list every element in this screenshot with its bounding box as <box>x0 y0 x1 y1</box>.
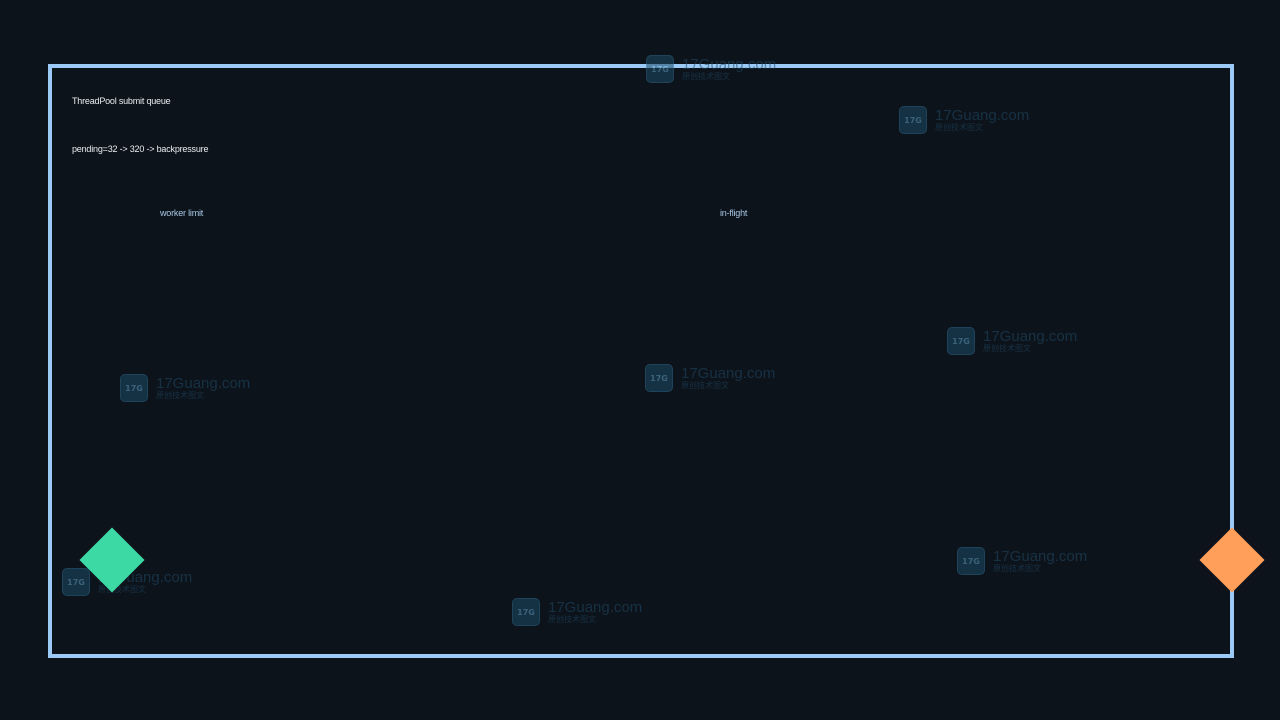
diagram-subtitle: pending=32 -> 320 -> backpressure <box>72 144 209 154</box>
watermark-logo-icon: 17G <box>899 106 927 134</box>
diagram-title: ThreadPool submit queue <box>72 96 171 106</box>
watermark-subtext: 原创技术图文 <box>156 391 204 400</box>
watermark-text: 17Guang.com <box>681 365 776 382</box>
watermark-logo-icon: 17G <box>645 364 673 392</box>
watermark-subtext: 原创技术图文 <box>983 344 1031 353</box>
watermark-logo-icon: 17G <box>947 327 975 355</box>
watermark-logo-icon: 17G <box>957 547 985 575</box>
lane-label-worker-limit: worker limit <box>160 208 204 218</box>
watermark-subtext: 原创技术图文 <box>548 615 596 624</box>
watermark-logo-icon: 17G <box>62 568 90 596</box>
watermark-subtext: 原创技术图文 <box>682 72 730 81</box>
watermark-text: 17Guang.com <box>935 107 1030 124</box>
watermark-logo-icon: 17G <box>646 55 674 83</box>
watermark-logo-icon: 17G <box>120 374 148 402</box>
watermark-subtext: 原创技术图文 <box>935 123 983 132</box>
watermark-subtext: 原创技术图文 <box>98 585 146 594</box>
watermark-subtext: 原创技术图文 <box>681 381 729 390</box>
watermark-text: 17Guang.com <box>983 328 1078 345</box>
lane-label-in-flight: in-flight <box>720 208 748 218</box>
watermark-text: 17Guang.com <box>156 375 251 392</box>
watermark-text: 17Guang.com <box>548 599 643 616</box>
watermark-text: 17Guang.com <box>993 548 1088 565</box>
watermark-logo-icon: 17G <box>512 598 540 626</box>
watermark-text: 17Guang.com <box>682 56 777 73</box>
diagram-frame <box>48 64 1234 658</box>
watermark-subtext: 原创技术图文 <box>993 564 1041 573</box>
